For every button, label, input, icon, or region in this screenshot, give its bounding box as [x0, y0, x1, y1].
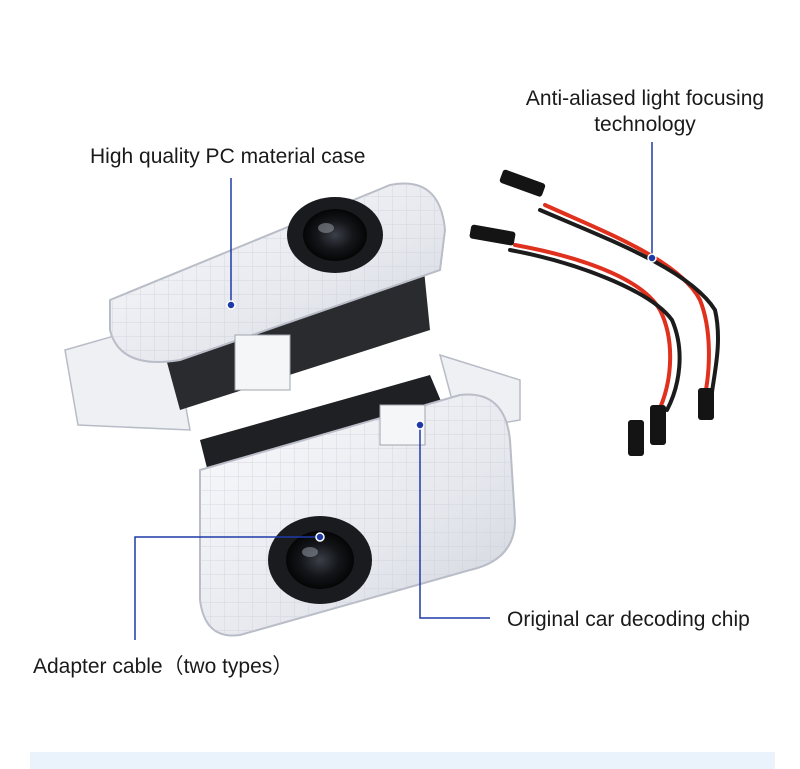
leader-lines	[134, 142, 657, 640]
dot-lens	[647, 253, 657, 263]
adapter-cables	[469, 169, 721, 456]
dot-case	[226, 300, 236, 310]
dot-adapter	[315, 532, 325, 542]
lens-callout-label: Anti-aliased light focusing technology	[515, 86, 775, 139]
case-callout-label: High quality PC material case	[90, 145, 366, 168]
leader-adapter	[134, 536, 320, 640]
leader-chip	[419, 425, 490, 619]
dot-chip	[415, 420, 425, 430]
footer-band	[30, 752, 775, 769]
chip-callout-label: Original car decoding chip	[507, 608, 750, 631]
upper-projector	[64, 182, 447, 431]
adapter-callout-label: Adapter cable（two types）	[33, 655, 294, 678]
lower-projector	[199, 353, 521, 637]
lens-callout-line2: technology	[594, 113, 696, 137]
lens-callout-line1: Anti-aliased light focusing	[525, 87, 765, 110]
